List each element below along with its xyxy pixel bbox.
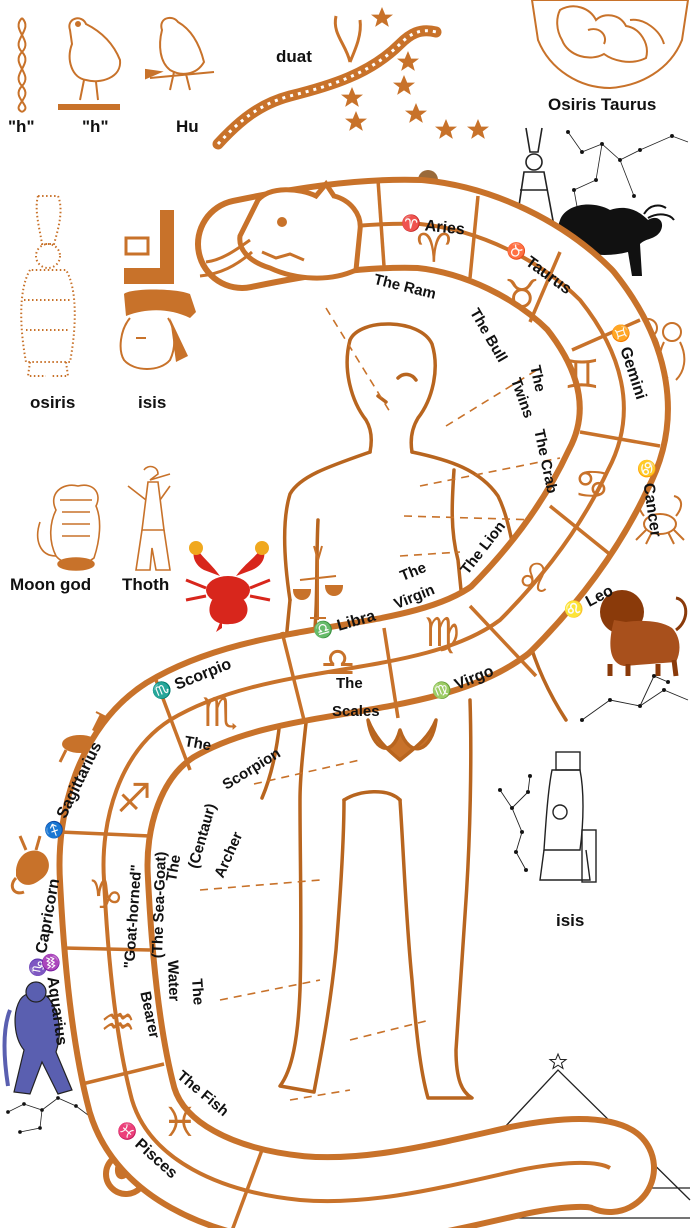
isis-seated-figure: [539, 751, 597, 883]
leo-constellation: [579, 673, 689, 723]
band-glyph-taurus: ♉: [504, 272, 540, 318]
aquarius-constellation: [6, 1096, 94, 1134]
label-isis-top: isis: [138, 393, 167, 412]
label-moon-god: Moon god: [10, 575, 92, 594]
label-the-water-bearer-1: The: [188, 977, 207, 1006]
label-duat: duat: [276, 47, 312, 66]
quail-chick-glyph: [58, 17, 122, 110]
lion-icon: [600, 590, 688, 677]
label-osiris: osiris: [30, 393, 76, 412]
thoth-figure: [127, 465, 171, 571]
dragon-head: [199, 179, 363, 281]
band-glyph-capricorn: ♑: [88, 872, 124, 918]
band-glyph-scorpio: ♏: [202, 690, 238, 736]
label-thoth: Thoth: [122, 575, 170, 594]
label-the-scorpion-1: The: [183, 733, 213, 755]
correspondence-rays: [199, 307, 561, 1101]
taurus-constellation: [566, 129, 689, 214]
band-dividers: [59, 179, 661, 1228]
label-the-scales-1: The: [336, 675, 363, 692]
osiris-taurus-carving: [530, 0, 690, 90]
duat-snake: [212, 15, 442, 150]
band-glyph-aquarius: ♒: [100, 1000, 136, 1046]
band-glyph-leo: ♌: [516, 556, 552, 602]
label-the-sea-goat: (The Sea-Goat): [149, 851, 170, 959]
label-the-water-bearer-2: Water: [164, 959, 183, 1002]
moon-god-baboon: [36, 484, 101, 571]
label-osiris-taurus: Osiris Taurus: [548, 95, 657, 114]
twisted-flax-glyph: [17, 17, 27, 113]
band-glyph-gemini: ♊: [564, 352, 600, 398]
label-h2: "h": [82, 117, 109, 136]
hu-bird-glyph: [145, 16, 215, 91]
virgo-constellation: [497, 773, 533, 873]
band-zodiac-glyphs: ♈ ♉ ♊ ♋ ♌ ♍ ♎ ♏ ♐ ♑ ♒ ♓: [88, 226, 610, 1146]
isis-head-throne: [119, 210, 196, 370]
band-glyph-cancer: ♋: [574, 462, 610, 508]
band-glyph-aries: ♈: [416, 226, 452, 272]
label-h1: "h": [8, 117, 35, 136]
band-glyph-sagittarius: ♐: [116, 776, 152, 822]
band-glyph-pisces: ♓: [162, 1100, 198, 1146]
scorpion-icon: [185, 541, 271, 632]
libra-scale-icon: [292, 545, 344, 620]
label-isis-bottom: isis: [556, 911, 585, 930]
osiris-figure: [20, 195, 76, 377]
band-glyph-virgo: ♍: [424, 610, 460, 656]
sea-goat-icon: [10, 835, 49, 895]
aquarius-figure: [2, 981, 73, 1095]
band-glyph-libra: ♎: [320, 640, 356, 686]
black-bull-icon: [557, 204, 675, 276]
serpent-band: [56, 176, 671, 1228]
label-the-scales-2: Scales: [332, 703, 380, 720]
label-hu: Hu: [176, 117, 199, 136]
